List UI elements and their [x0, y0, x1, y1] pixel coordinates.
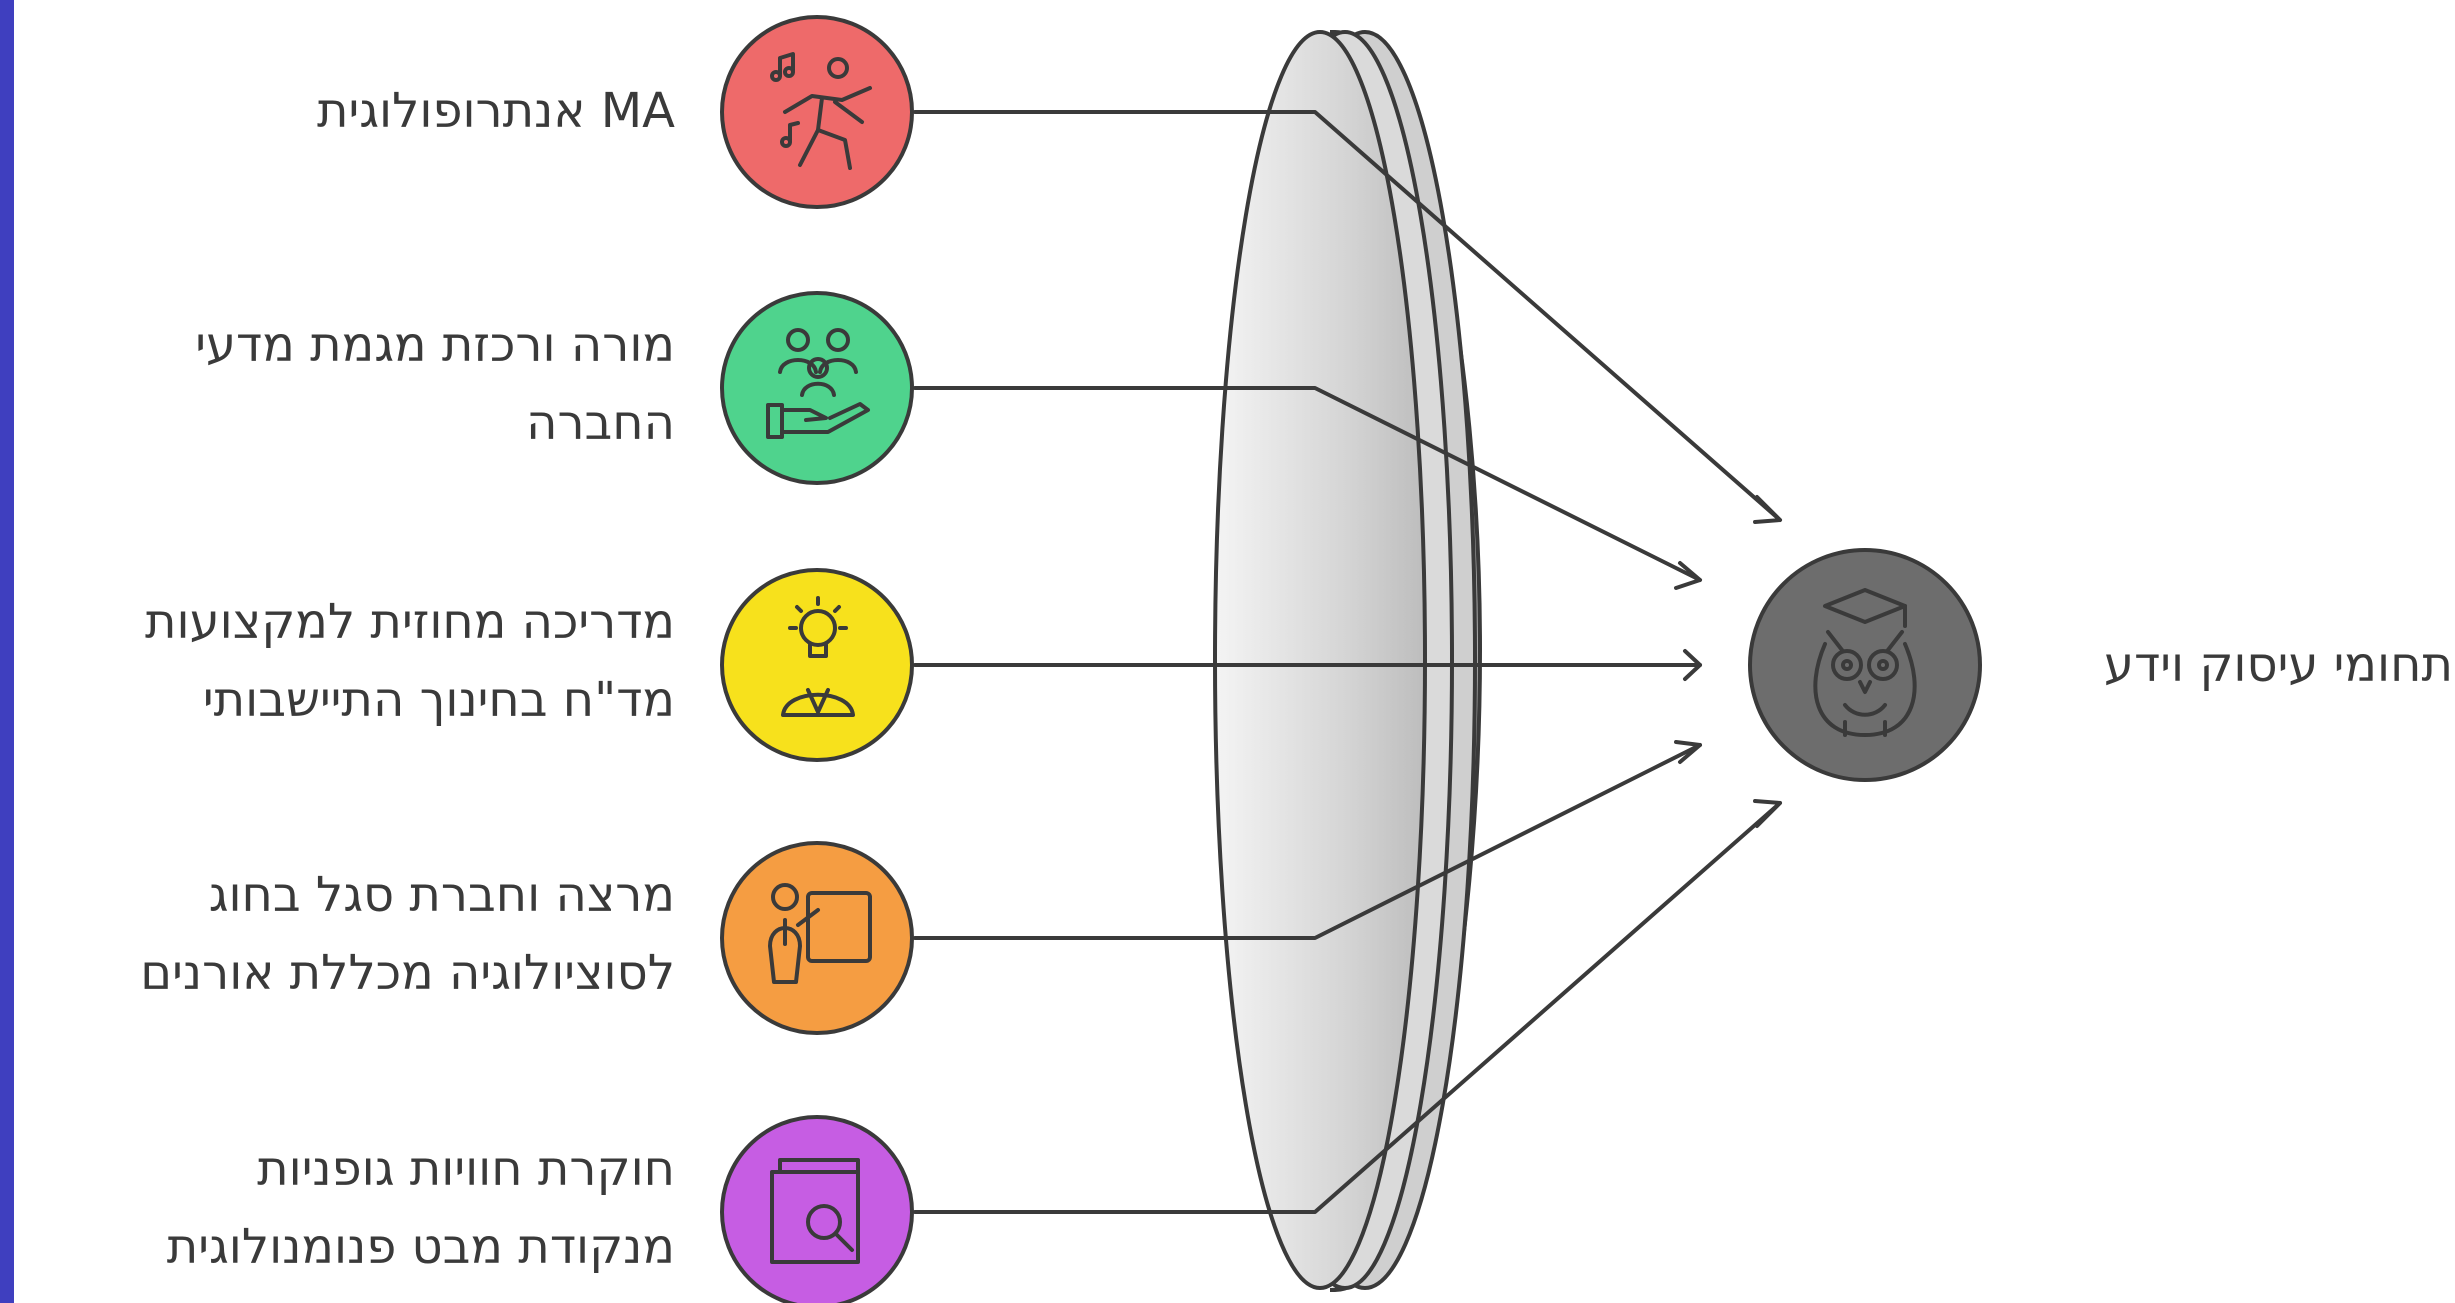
source-label-4-line-2: לסוציולוגיה מכללת אורנים: [140, 945, 675, 1001]
community-hand-icon: [766, 328, 870, 439]
source-label-3: מדריכה מחוזית למקצועות מד"ח בחינוך התייש…: [145, 583, 675, 739]
source-node-2: [720, 291, 914, 485]
source-label-4: מרצה וחברת סגל בחוג לסוציולוגיה מכללת או…: [140, 856, 675, 1012]
hub-node: [1748, 548, 1982, 782]
dancer-icon: [770, 52, 872, 170]
lens-front: [1213, 30, 1427, 1290]
source-label-1: MA אנתרופולוגית: [317, 72, 675, 150]
source-label-4-line-1: מרצה וחברת סגל בחוג: [208, 867, 675, 923]
connector-5: [913, 799, 1782, 1214]
source-label-2-line-1: מורה ורכזת מגמת מדעי: [195, 317, 675, 373]
source-node-4: [720, 841, 914, 1035]
connector-1: [913, 110, 1782, 524]
graduate-owl-icon: [1813, 588, 1917, 737]
source-label-5: חוקרת חוויות גופניות מנקודת מבט פנומנולו…: [167, 1130, 675, 1286]
hub-label: תחומי עיסוק וידע: [2104, 626, 2453, 704]
hub-label-text: תחומי עיסוק וידע: [2104, 637, 2453, 693]
idea-person-icon: [781, 596, 855, 717]
lecturer-board-icon: [768, 883, 872, 984]
source-label-5-line-2: מנקודת מבט פנומנולוגית: [166, 1219, 675, 1275]
connector-3: [913, 649, 1702, 681]
source-label-3-line-1: מדריכה מחוזית למקצועות: [145, 594, 675, 650]
source-node-5: [720, 1115, 914, 1303]
source-label-3-line-2: מד"ח בחינוך התיישבותי: [202, 672, 675, 728]
source-label-2: מורה ורכזת מגמת מדעי החברה: [195, 306, 675, 462]
book-search-icon: [770, 1158, 860, 1264]
source-node-3: [720, 568, 914, 762]
source-label-1-line-1: MA אנתרופולוגית: [316, 83, 675, 139]
source-label-5-line-1: חוקרת חוויות גופניות: [257, 1141, 675, 1197]
lens: [1213, 30, 1483, 1292]
connector-2: [913, 386, 1702, 590]
connector-4: [913, 740, 1702, 940]
left-accent-bar: [0, 0, 14, 1303]
source-node-1: [720, 15, 914, 209]
connectors: [913, 110, 1782, 1214]
source-label-2-line-2: החברה: [526, 395, 675, 451]
